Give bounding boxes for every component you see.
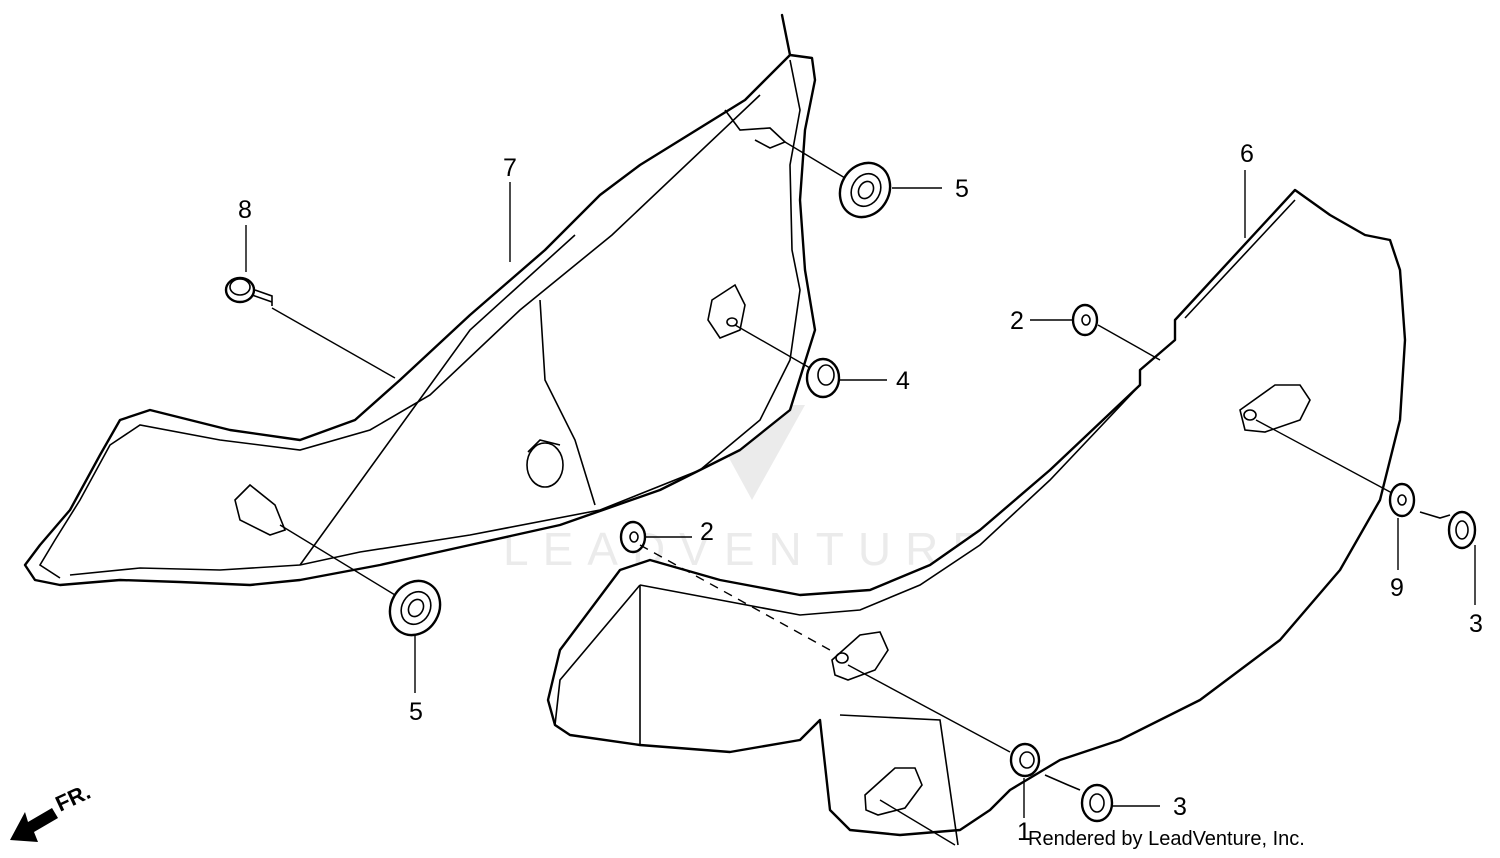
hardware	[224, 161, 1477, 823]
credit-text: Rendered by LeadVenture, Inc.	[1028, 828, 1305, 850]
left-side-cover	[23, 13, 817, 587]
arrow-icon	[10, 808, 58, 842]
callout-6: 6	[1240, 140, 1254, 168]
rubber-cushion-icon	[805, 357, 841, 399]
callouts: 8 7 5 4 2 2 5 6 9 3 3 1	[238, 140, 1483, 846]
callout-3-right: 3	[1469, 610, 1483, 638]
callout-9: 9	[1390, 574, 1404, 602]
bolt-icon	[224, 276, 273, 306]
washer-icon	[1388, 482, 1416, 518]
grommet-icon	[388, 579, 442, 637]
quarter-turn-fastener-icon	[1044, 774, 1114, 823]
callout-1: 1	[1017, 818, 1031, 846]
callout-8: 8	[238, 196, 252, 224]
callout-3-bottom: 3	[1173, 793, 1187, 821]
right-side-cover	[546, 188, 1407, 846]
callout-5-lower: 5	[409, 698, 423, 726]
collar-icon	[1009, 742, 1041, 778]
front-direction-indicator: FR.	[10, 779, 94, 842]
watermark-text: LEADVENTURE	[503, 523, 997, 575]
callout-2-upper: 2	[1010, 307, 1024, 335]
callout-4: 4	[896, 367, 910, 395]
leader-lines	[245, 141, 1476, 846]
callout-2-lower: 2	[700, 518, 714, 546]
quarter-turn-fastener-icon	[1419, 510, 1477, 550]
callout-7: 7	[503, 154, 517, 182]
washer-icon	[619, 520, 647, 554]
callout-5-upper: 5	[955, 175, 969, 203]
front-label: FR.	[52, 779, 95, 817]
washer-icon	[1071, 303, 1099, 337]
grommet-icon	[838, 161, 892, 219]
